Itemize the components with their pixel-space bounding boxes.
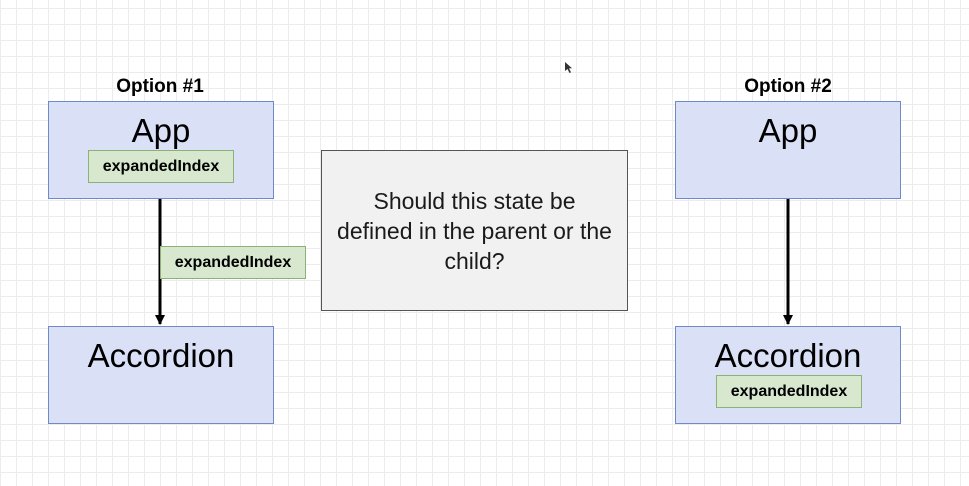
option1-app-label: App <box>131 112 191 149</box>
option1-accordion-label: Accordion <box>87 337 235 374</box>
option2-app-label: App <box>758 112 818 149</box>
cursor-icon <box>565 62 572 73</box>
option2-accordion-label: Accordion <box>714 337 862 374</box>
option2-title: Option #2 <box>744 76 832 97</box>
question-box: Should this state be defined in the pare… <box>321 150 628 311</box>
option1-title: Option #1 <box>116 76 204 97</box>
question-text: Should this state be defined in the pare… <box>337 187 612 274</box>
option1-app-state-chip: expandedIndex <box>88 150 234 183</box>
option2-app-node[interactable]: App <box>675 101 901 199</box>
option1-accordion-node[interactable]: Accordion <box>48 326 274 424</box>
option1-edge-chip: expandedIndex <box>160 246 306 279</box>
option2-accordion-state-chip: expandedIndex <box>716 375 862 408</box>
